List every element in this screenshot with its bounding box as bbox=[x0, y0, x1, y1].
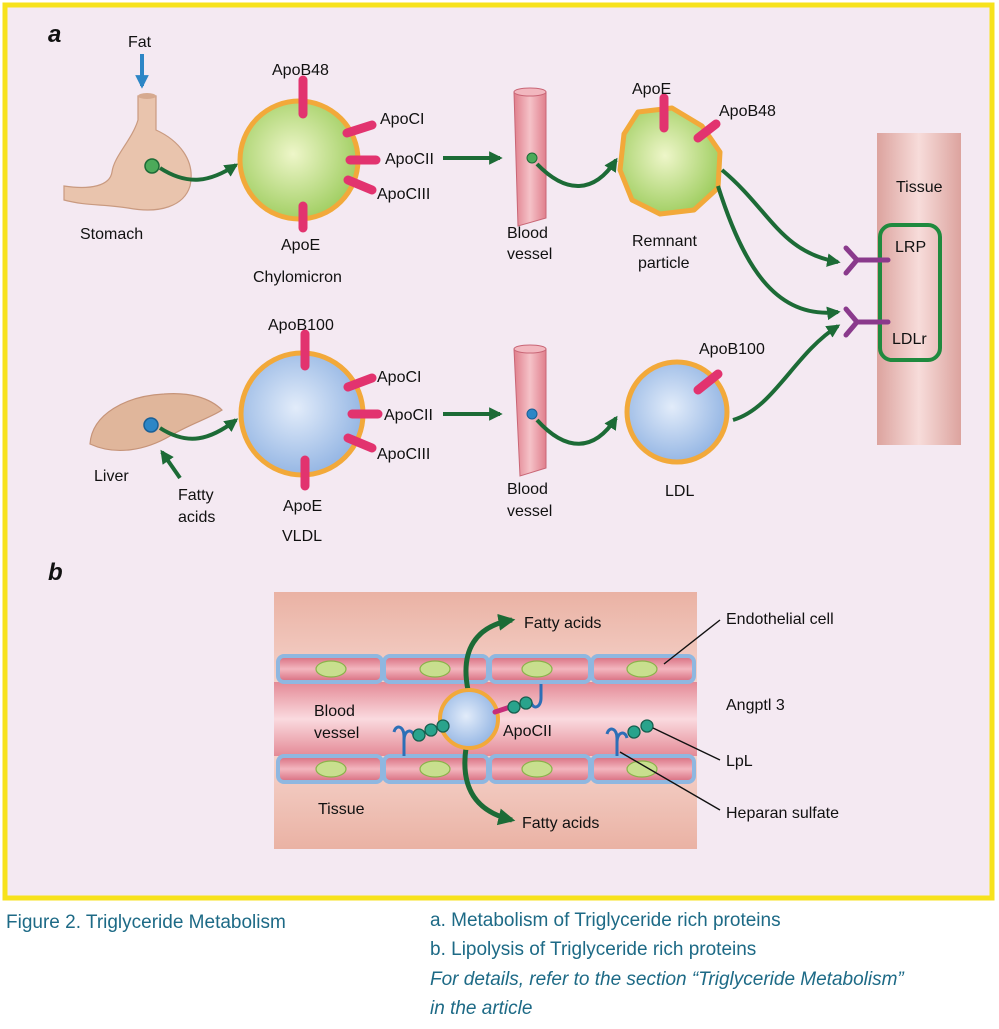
remnant-label-line2: particle bbox=[638, 255, 690, 272]
tissue-label: Tissue bbox=[896, 179, 943, 196]
vldl-apoci-label: ApoCI bbox=[377, 369, 421, 386]
lipolysis-blood-vessel-line2: vessel bbox=[314, 725, 359, 742]
panel-b-label: b bbox=[48, 559, 63, 586]
figure-caption-title: Figure 2. Triglyceride Metabolism bbox=[6, 912, 286, 933]
fat-label: Fat bbox=[128, 34, 152, 51]
ldlr-label: LDLr bbox=[892, 331, 927, 348]
arrow-ldl-to-ldlr bbox=[732, 324, 841, 422]
chylomicron-dot bbox=[144, 158, 160, 174]
blood-vessel-top-line1: Blood bbox=[507, 225, 548, 242]
lipolysis-apocii-label: ApoCII bbox=[503, 723, 552, 740]
remnant-apob48-label: ApoB48 bbox=[719, 103, 776, 120]
tissue-block bbox=[877, 133, 961, 445]
chylomicron-apociii-label: ApoCIII bbox=[377, 186, 430, 203]
lrp-receptor-icon bbox=[843, 245, 891, 276]
chylomicron-apoe-label: ApoE bbox=[281, 237, 320, 254]
lipoprotein-particle bbox=[438, 688, 513, 750]
arrow-vessel-to-ldl bbox=[535, 415, 618, 446]
lpl-complex-right bbox=[605, 719, 654, 756]
lipolysis-blood-vessel-line1: Blood bbox=[314, 703, 355, 720]
liver-fatty-acids-line1: Fatty bbox=[178, 487, 214, 504]
lrp-label: LRP bbox=[895, 239, 926, 256]
vldl-apoe-label: ApoE bbox=[283, 498, 322, 515]
chylomicron-label: Chylomicron bbox=[253, 269, 342, 286]
liver-fatty-acids-line2: acids bbox=[178, 509, 215, 526]
fatty-acids-arrow bbox=[160, 449, 182, 480]
vldl-dot bbox=[143, 417, 159, 433]
blood-vessel-bottom-line2: vessel bbox=[507, 503, 552, 520]
vldl-particle bbox=[238, 329, 383, 491]
blood-vessel-top-line2: vessel bbox=[507, 246, 552, 263]
angptl3-label: Angptl 3 bbox=[726, 697, 785, 714]
endothelial-cell-label: Endothelial cell bbox=[726, 611, 834, 628]
fatty-acids-up-arrow bbox=[463, 613, 516, 691]
panel-a-label: a bbox=[48, 21, 61, 48]
vldl-label: VLDL bbox=[282, 528, 322, 545]
fatty-acids-bottom-label: Fatty acids bbox=[522, 815, 599, 832]
arrow-stomach-to-chylomicron bbox=[158, 163, 239, 182]
fatty-acids-down-arrow bbox=[462, 747, 516, 826]
vldl-apociii-label: ApoCIII bbox=[377, 446, 430, 463]
chylomicron-apocii-label: ApoCII bbox=[385, 151, 434, 168]
arrow-remnant-to-lrp bbox=[720, 168, 841, 267]
chylomicron-apoci-label: ApoCI bbox=[380, 111, 424, 128]
lipolysis-tissue-label: Tissue bbox=[318, 801, 365, 818]
receptor-box bbox=[878, 223, 942, 362]
caption-line-a: a. Metabolism of Triglyceride rich prote… bbox=[430, 910, 781, 931]
lpl-complex-left bbox=[392, 719, 450, 756]
vessel-top-chylomicron-dot bbox=[526, 152, 538, 164]
ldl-particle bbox=[624, 359, 730, 465]
chylomicron-apob48-label: ApoB48 bbox=[272, 62, 329, 79]
arrow-liver-to-vldl bbox=[158, 418, 239, 441]
stomach-label: Stomach bbox=[80, 226, 143, 243]
vldl-apob100-label: ApoB100 bbox=[268, 317, 334, 334]
remnant-apoe-label: ApoE bbox=[632, 81, 671, 98]
chylomicron-particle bbox=[237, 75, 381, 233]
vldl-apocii-label: ApoCII bbox=[384, 407, 433, 424]
lpl-complex-upper bbox=[507, 684, 543, 714]
lpl-leader-line bbox=[652, 727, 721, 761]
endothelial-leader-line bbox=[663, 619, 721, 665]
remnant-particle bbox=[617, 93, 723, 217]
vessel-bottom-vldl-dot bbox=[526, 408, 538, 420]
caption-note-line1: For details, refer to the section “Trigl… bbox=[430, 969, 904, 990]
fatty-acids-top-label: Fatty acids bbox=[524, 615, 601, 632]
triglyceride-metabolism-figure: a Fat Stomach ApoB48 ApoCI ApoCII ApoCII… bbox=[2, 2, 995, 901]
arrow-remnant-to-ldlr bbox=[716, 185, 841, 321]
liver-label: Liver bbox=[94, 468, 129, 485]
remnant-label-line1: Remnant bbox=[632, 233, 697, 250]
heparan-sulfate-label: Heparan sulfate bbox=[726, 805, 839, 822]
ldl-label: LDL bbox=[665, 483, 694, 500]
stomach-icon bbox=[63, 93, 192, 211]
lpl-label: LpL bbox=[726, 753, 753, 770]
ldlr-receptor-icon bbox=[843, 306, 891, 338]
blood-vessel-bottom-line1: Blood bbox=[507, 481, 548, 498]
arrow-vessel-to-remnant bbox=[535, 157, 618, 188]
ldl-apob100-label: ApoB100 bbox=[699, 341, 765, 358]
caption-note-line2: in the article bbox=[430, 998, 533, 1019]
caption-line-b: b. Lipolysis of Triglyceride rich protei… bbox=[430, 939, 757, 960]
heparan-leader-line bbox=[619, 751, 721, 811]
